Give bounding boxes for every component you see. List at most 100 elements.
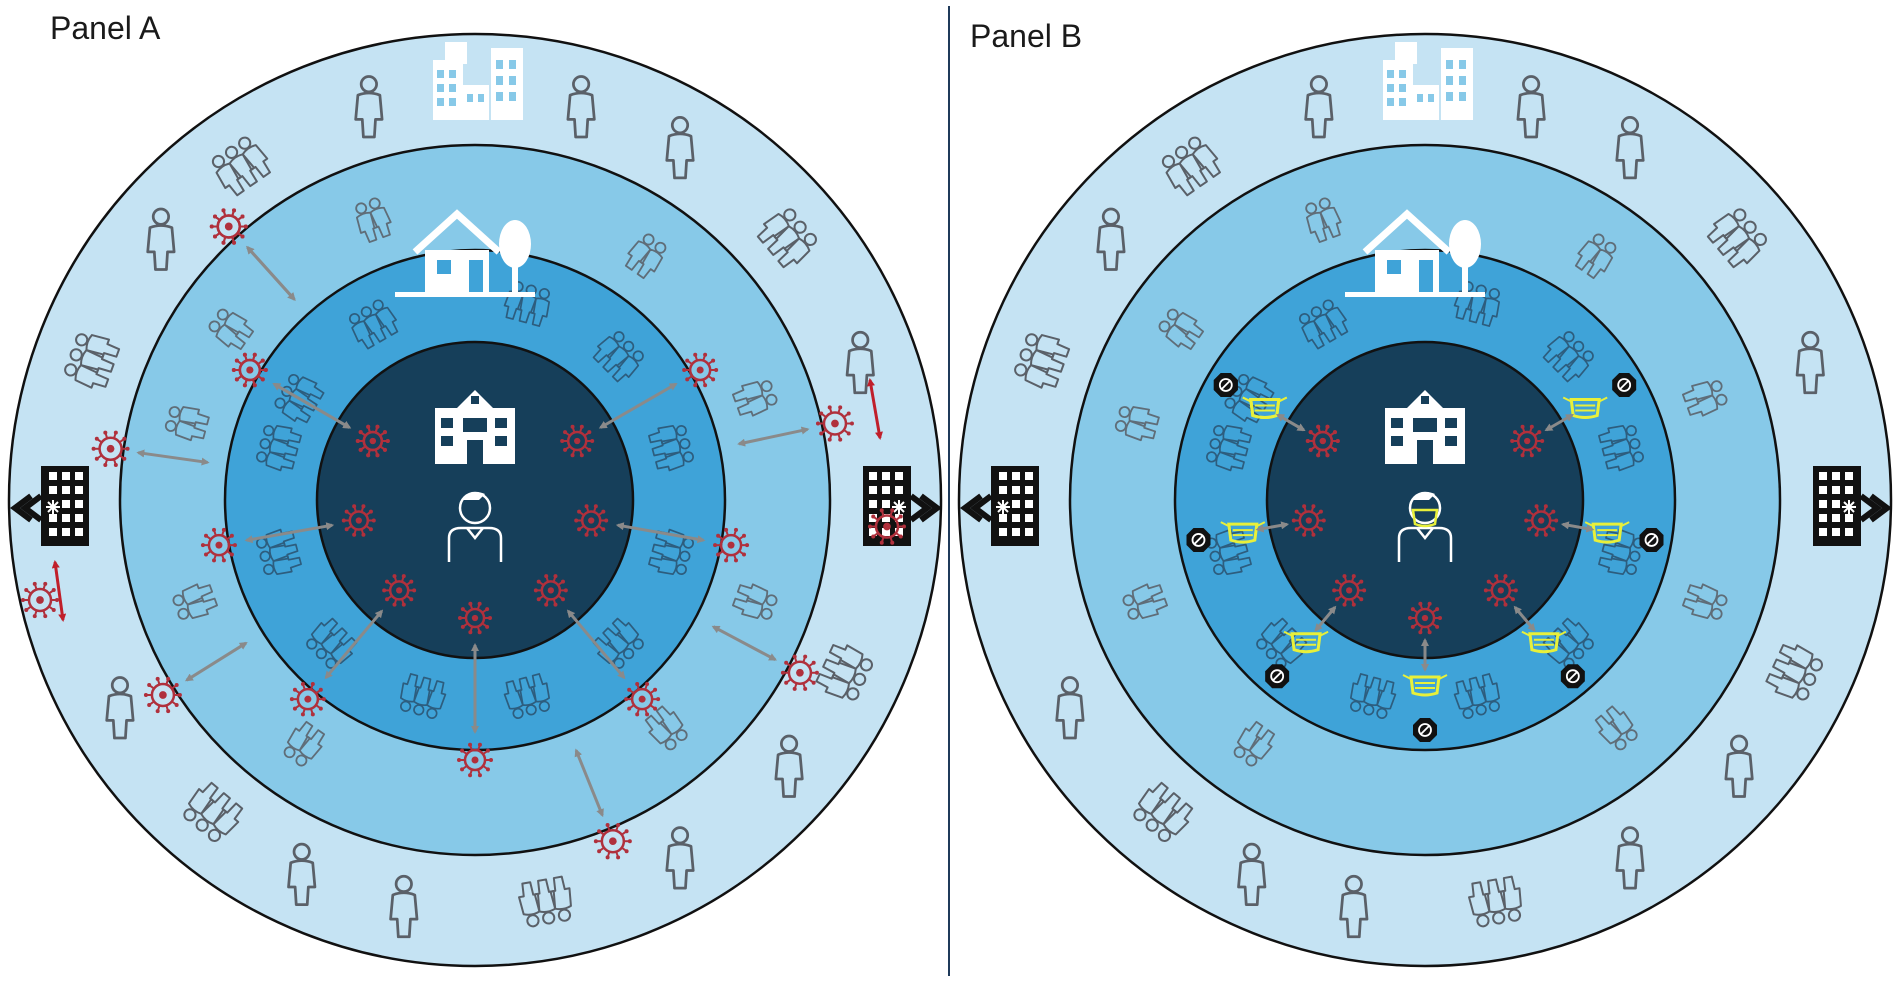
adult-icon xyxy=(566,75,596,139)
school-icon xyxy=(435,390,515,464)
person-icon xyxy=(1479,673,1501,712)
blocked-icon xyxy=(1265,664,1290,689)
adult-icon xyxy=(1615,826,1645,890)
people-group-icon xyxy=(1298,299,1349,350)
person-icon xyxy=(1686,583,1728,607)
people-group-icon xyxy=(1453,673,1501,719)
person-icon xyxy=(648,554,687,576)
person-icon xyxy=(1305,202,1329,243)
transmission-arrow xyxy=(136,449,210,466)
person-icon xyxy=(1188,136,1221,178)
people-group-icon xyxy=(1594,705,1638,751)
people-group-icon xyxy=(172,583,218,620)
person-icon xyxy=(1376,680,1397,719)
school-icon xyxy=(1385,390,1465,464)
transmission-arrow xyxy=(184,641,248,682)
people-group-icon xyxy=(815,644,873,701)
transmission-arrow xyxy=(615,522,706,544)
person-icon xyxy=(767,220,807,256)
person-icon xyxy=(1601,541,1641,562)
virus-icon xyxy=(533,574,568,607)
adult-icon xyxy=(774,734,804,798)
person-icon xyxy=(413,676,434,716)
hospital-icon xyxy=(863,466,942,546)
person-icon xyxy=(651,541,691,562)
person-icon xyxy=(1349,673,1371,712)
person-icon xyxy=(516,676,537,716)
person-icon xyxy=(1318,197,1342,239)
person-icon xyxy=(1727,232,1767,269)
person-icon xyxy=(177,596,218,620)
person-icon xyxy=(211,154,245,197)
person-icon xyxy=(164,419,207,442)
person-icon xyxy=(172,583,214,607)
virus-icon xyxy=(355,424,390,458)
transmission-arrow xyxy=(867,378,883,440)
person-icon xyxy=(602,340,635,373)
virus-icon xyxy=(289,681,326,717)
transmission-arrow xyxy=(566,609,626,680)
person-icon xyxy=(533,878,557,925)
virus-icon xyxy=(1305,424,1340,458)
virus-icon xyxy=(1332,574,1367,607)
person-icon xyxy=(777,232,817,269)
person-icon xyxy=(529,288,551,327)
person-icon xyxy=(1561,617,1594,650)
face-mask-icon xyxy=(1411,508,1439,528)
person-icon xyxy=(1765,673,1810,701)
virus-icon xyxy=(457,742,493,778)
person-icon xyxy=(1161,154,1195,197)
person-icon xyxy=(1605,451,1644,472)
virus-icon xyxy=(1510,424,1545,458)
person-icon xyxy=(216,308,255,339)
person-icon xyxy=(1206,451,1245,472)
adult-icon xyxy=(1304,75,1334,139)
adult-icon xyxy=(1516,75,1546,139)
panel-a-diagram xyxy=(7,32,943,968)
adult-icon xyxy=(1615,116,1645,180)
people-group-icon xyxy=(283,720,326,767)
blocked-icon xyxy=(1612,373,1637,397)
person-icon xyxy=(1209,438,1249,459)
virus-icon xyxy=(231,352,268,388)
people-group-icon xyxy=(624,233,667,280)
adult-icon xyxy=(1237,842,1267,906)
tree-icon xyxy=(1449,220,1481,294)
blocked-icon xyxy=(1213,373,1238,397)
virus-icon xyxy=(593,823,632,860)
virus-icon xyxy=(1524,504,1559,537)
person-icon xyxy=(1598,554,1637,576)
person-icon xyxy=(736,583,778,607)
buildings-icon xyxy=(433,42,523,120)
adult-icon xyxy=(1795,330,1825,395)
adult-icon xyxy=(389,874,419,939)
person-icon xyxy=(648,424,687,446)
person-icon xyxy=(1772,658,1817,686)
person-icon xyxy=(1224,397,1261,424)
virus-icon xyxy=(209,208,248,245)
person-icon xyxy=(1166,308,1205,339)
blocked-icon xyxy=(1413,718,1437,742)
person-icon xyxy=(1552,627,1585,660)
house-icon xyxy=(395,209,535,297)
person-icon xyxy=(64,363,110,389)
person-icon xyxy=(1717,220,1757,256)
people-group-icon xyxy=(1114,406,1160,442)
person-icon xyxy=(1158,320,1196,351)
panel-b-title: Panel B xyxy=(970,18,1083,54)
people-group-icon xyxy=(1014,333,1071,389)
virus-icon xyxy=(341,504,376,537)
adult-icon xyxy=(146,207,176,271)
person-icon xyxy=(1598,424,1637,446)
person-icon xyxy=(736,393,778,417)
blocked-icon xyxy=(1560,664,1585,689)
person-icon xyxy=(1466,676,1487,716)
transmission-arrow xyxy=(737,426,810,447)
people-group-icon xyxy=(644,705,688,751)
person-icon xyxy=(238,136,271,178)
people-group-icon xyxy=(756,208,817,269)
person-icon xyxy=(1145,792,1181,832)
virus-icon xyxy=(574,504,609,537)
people-group-icon xyxy=(1468,875,1522,928)
transmission-arrow xyxy=(246,245,296,301)
